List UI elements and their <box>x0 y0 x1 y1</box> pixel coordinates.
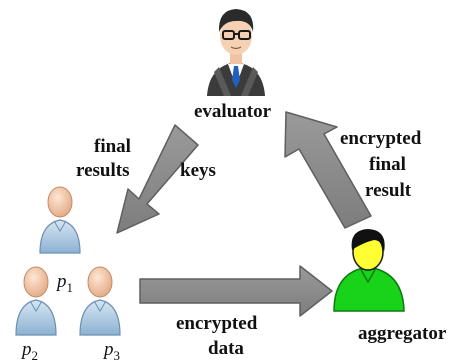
edge-label-encrypted-final-2: final <box>369 154 406 175</box>
aggregator-icon <box>333 229 405 312</box>
edge-label-encrypted-data-2: data <box>208 338 244 359</box>
arrow-participants-to-aggregator <box>139 265 333 317</box>
aggregator-label: aggregator <box>358 323 447 344</box>
edge-label-results: results <box>76 160 129 181</box>
edge-label-encrypted-final-1: encrypted <box>340 128 422 149</box>
evaluator-icon <box>207 9 265 96</box>
arrow-evaluator-to-participants <box>116 124 199 234</box>
edge-label-keys: keys <box>180 160 216 181</box>
participant-p2-icon <box>15 266 57 336</box>
arrow-aggregator-to-evaluator <box>284 111 372 229</box>
evaluator-label: evaluator <box>194 101 272 122</box>
edge-label-encrypted-data-1: encrypted <box>176 313 258 334</box>
edge-label-final: final <box>94 136 131 157</box>
edge-label-encrypted-final-3: result <box>365 180 412 201</box>
participant-p1-icon <box>39 186 81 254</box>
participant-p1-label: p1 <box>55 271 73 295</box>
participant-p3-icon <box>79 266 121 336</box>
participant-p3-label: p3 <box>102 339 120 363</box>
participant-p2-label: p2 <box>20 339 38 363</box>
